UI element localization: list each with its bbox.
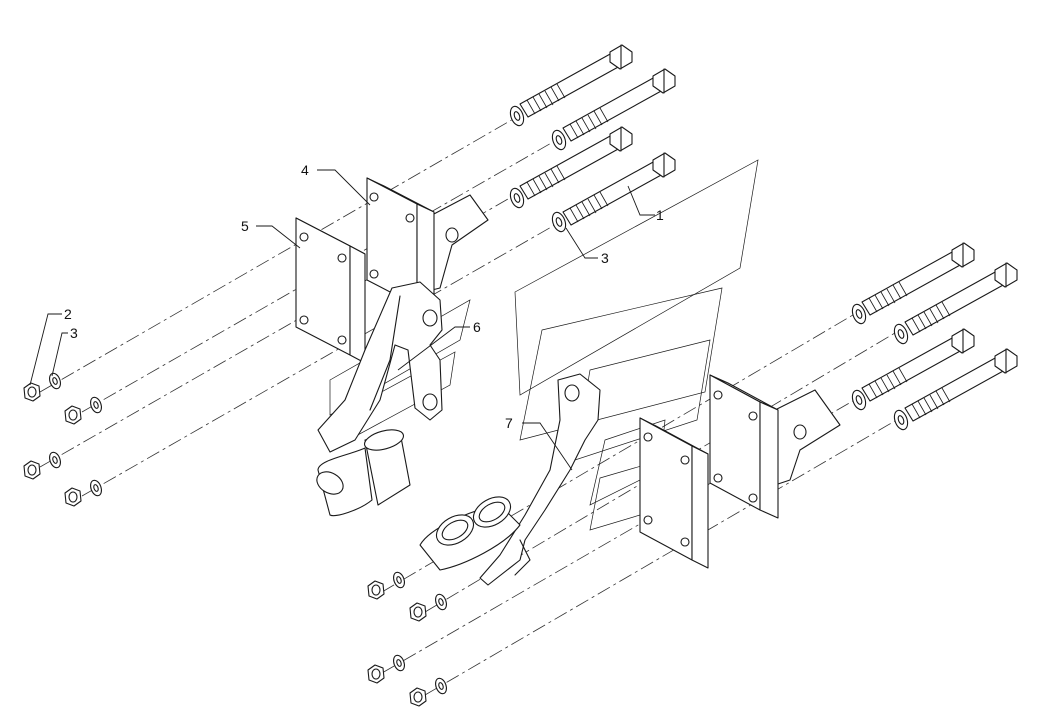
- nuts-bottom: [367, 571, 447, 707]
- bolt-upper-4: [562, 152, 676, 226]
- callout-labels: 1 3 4 5 6 7 2 3: [64, 162, 664, 431]
- bolt-upper-3: [519, 126, 633, 200]
- leader-lines: [29, 169, 655, 471]
- bolt-upper-1: [519, 44, 633, 118]
- lower-spacer-plate: [639, 417, 709, 569]
- upper-spacer-plate: [295, 217, 366, 364]
- upper-clamp: [316, 281, 443, 517]
- lower-clamp: [419, 373, 601, 586]
- bolt-lower-1: [861, 242, 975, 316]
- washers-upper: [509, 105, 567, 233]
- callout-1: 1: [656, 207, 664, 223]
- bolt-lower-2: [904, 262, 1018, 336]
- bolt-lower-4: [904, 348, 1018, 422]
- callout-3-left: 3: [70, 325, 78, 341]
- callout-3-upper: 3: [601, 250, 609, 266]
- bolt-lower-3: [861, 328, 975, 402]
- upper-bracket: [366, 177, 489, 315]
- callout-5: 5: [241, 218, 249, 234]
- washers-lower: [851, 303, 909, 431]
- callout-6: 6: [473, 319, 481, 335]
- lower-bracket: [709, 374, 841, 519]
- callout-4: 4: [301, 162, 309, 178]
- callout-2: 2: [64, 306, 72, 322]
- callout-7: 7: [505, 415, 513, 431]
- bolt-upper-2: [562, 68, 676, 142]
- nuts-left: [23, 372, 102, 507]
